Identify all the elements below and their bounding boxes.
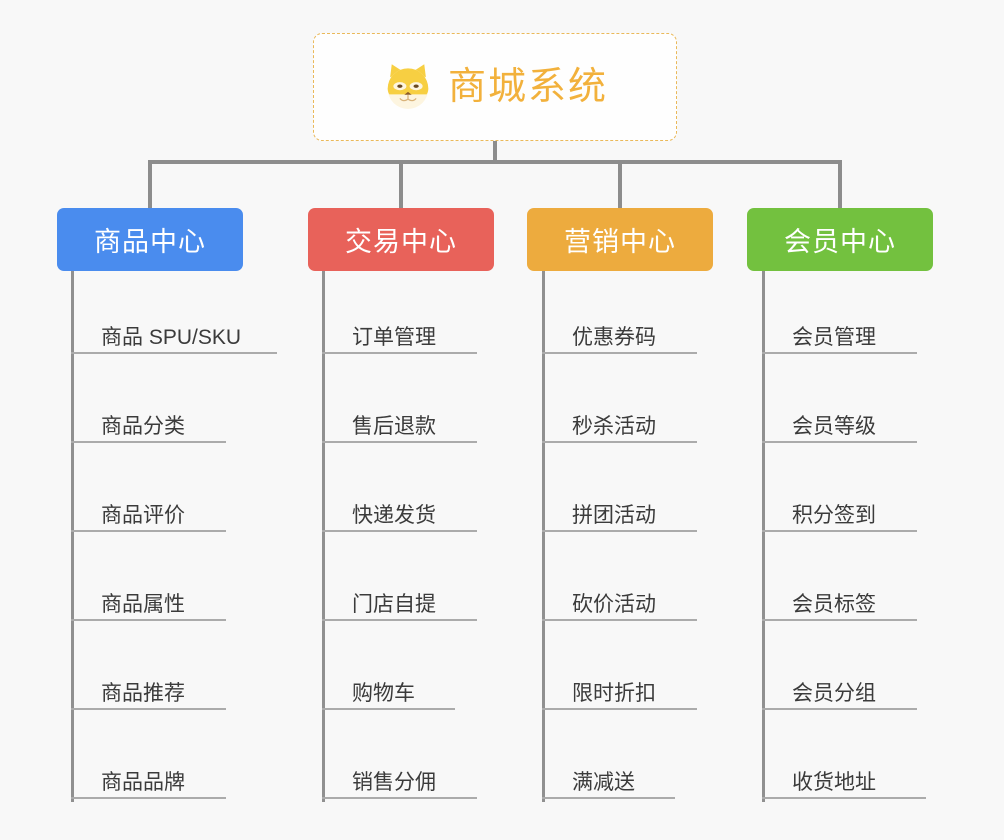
leaf-label: 会员标签 bbox=[792, 592, 876, 616]
leaf-label: 售后退款 bbox=[352, 414, 436, 438]
leaf-item[interactable]: 售后退款 bbox=[322, 399, 477, 443]
leaf-item[interactable]: 商品分类 bbox=[71, 399, 226, 443]
leaf-item[interactable]: 会员管理 bbox=[762, 310, 917, 354]
leaf-label: 商品品牌 bbox=[101, 770, 185, 794]
category-header-label: 商品中心 bbox=[94, 227, 206, 257]
leaf-label: 商品推荐 bbox=[101, 681, 185, 705]
leaf-label: 购物车 bbox=[352, 681, 415, 705]
branch-spine-marketing bbox=[542, 271, 545, 802]
leaf-item[interactable]: 会员分组 bbox=[762, 666, 917, 710]
leaf-item[interactable]: 会员标签 bbox=[762, 577, 917, 621]
leaf-label: 商品 SPU/SKU bbox=[101, 325, 242, 349]
leaf-item[interactable]: 满减送 bbox=[542, 755, 675, 799]
leaf-item[interactable]: 商品属性 bbox=[71, 577, 226, 621]
leaf-item[interactable]: 优惠券码 bbox=[542, 310, 697, 354]
connector-drop-3 bbox=[618, 160, 622, 209]
leaf-label: 收货地址 bbox=[792, 770, 876, 794]
category-header-trade[interactable]: 交易中心 bbox=[308, 208, 494, 271]
leaf-label: 砍价活动 bbox=[572, 592, 656, 616]
leaf-label: 积分签到 bbox=[792, 503, 876, 527]
leaf-item[interactable]: 订单管理 bbox=[322, 310, 477, 354]
leaf-label: 销售分佣 bbox=[352, 770, 436, 794]
branch-spine-product bbox=[71, 271, 74, 802]
connector-horizontal-bar bbox=[148, 160, 842, 164]
leaf-label: 商品属性 bbox=[101, 592, 185, 616]
leaf-label: 订单管理 bbox=[352, 325, 436, 349]
branch-spine-trade bbox=[322, 271, 325, 802]
connector-drop-4 bbox=[838, 160, 842, 209]
leaf-label: 会员分组 bbox=[792, 681, 876, 705]
leaf-label: 商品分类 bbox=[101, 414, 185, 438]
connector-drop-2 bbox=[399, 160, 403, 209]
leaf-label: 秒杀活动 bbox=[572, 414, 656, 438]
root-title: 商城系统 bbox=[447, 66, 608, 108]
category-header-label: 会员中心 bbox=[784, 227, 896, 257]
leaf-item[interactable]: 商品评价 bbox=[71, 488, 226, 532]
leaf-item[interactable]: 商品 SPU/SKU bbox=[71, 310, 277, 354]
leaf-label: 满减送 bbox=[572, 770, 635, 794]
leaf-item[interactable]: 购物车 bbox=[322, 666, 455, 710]
leaf-item[interactable]: 销售分佣 bbox=[322, 755, 477, 799]
category-header-marketing[interactable]: 营销中心 bbox=[527, 208, 713, 271]
category-header-member[interactable]: 会员中心 bbox=[747, 208, 933, 271]
connector-drop-1 bbox=[148, 160, 152, 209]
leaf-item[interactable]: 限时折扣 bbox=[542, 666, 697, 710]
leaf-label: 快递发货 bbox=[352, 503, 436, 527]
leaf-item[interactable]: 拼团活动 bbox=[542, 488, 697, 532]
leaf-item[interactable]: 门店自提 bbox=[322, 577, 477, 621]
leaf-item[interactable]: 砍价活动 bbox=[542, 577, 697, 621]
leaf-label: 限时折扣 bbox=[572, 681, 656, 705]
leaf-label: 门店自提 bbox=[352, 592, 436, 616]
leaf-label: 商品评价 bbox=[101, 503, 185, 527]
leaf-label: 会员管理 bbox=[792, 325, 876, 349]
leaf-item[interactable]: 商品品牌 bbox=[71, 755, 226, 799]
category-header-product[interactable]: 商品中心 bbox=[57, 208, 243, 271]
leaf-label: 拼团活动 bbox=[572, 503, 656, 527]
leaf-item[interactable]: 快递发货 bbox=[322, 488, 477, 532]
connector-root-stem bbox=[493, 141, 497, 163]
leaf-item[interactable]: 秒杀活动 bbox=[542, 399, 697, 443]
leaf-label: 优惠券码 bbox=[572, 325, 656, 349]
leaf-item[interactable]: 收货地址 bbox=[762, 755, 926, 799]
leaf-item[interactable]: 积分签到 bbox=[762, 488, 917, 532]
branch-spine-member bbox=[762, 271, 765, 802]
category-header-label: 营销中心 bbox=[564, 227, 676, 257]
root-node[interactable]: 商城系统 bbox=[313, 33, 677, 141]
leaf-label: 会员等级 bbox=[792, 414, 876, 438]
leaf-item[interactable]: 商品推荐 bbox=[71, 666, 226, 710]
leaf-item[interactable]: 会员等级 bbox=[762, 399, 917, 443]
shiba-dog-face-icon bbox=[387, 64, 429, 109]
category-header-label: 交易中心 bbox=[345, 227, 457, 257]
